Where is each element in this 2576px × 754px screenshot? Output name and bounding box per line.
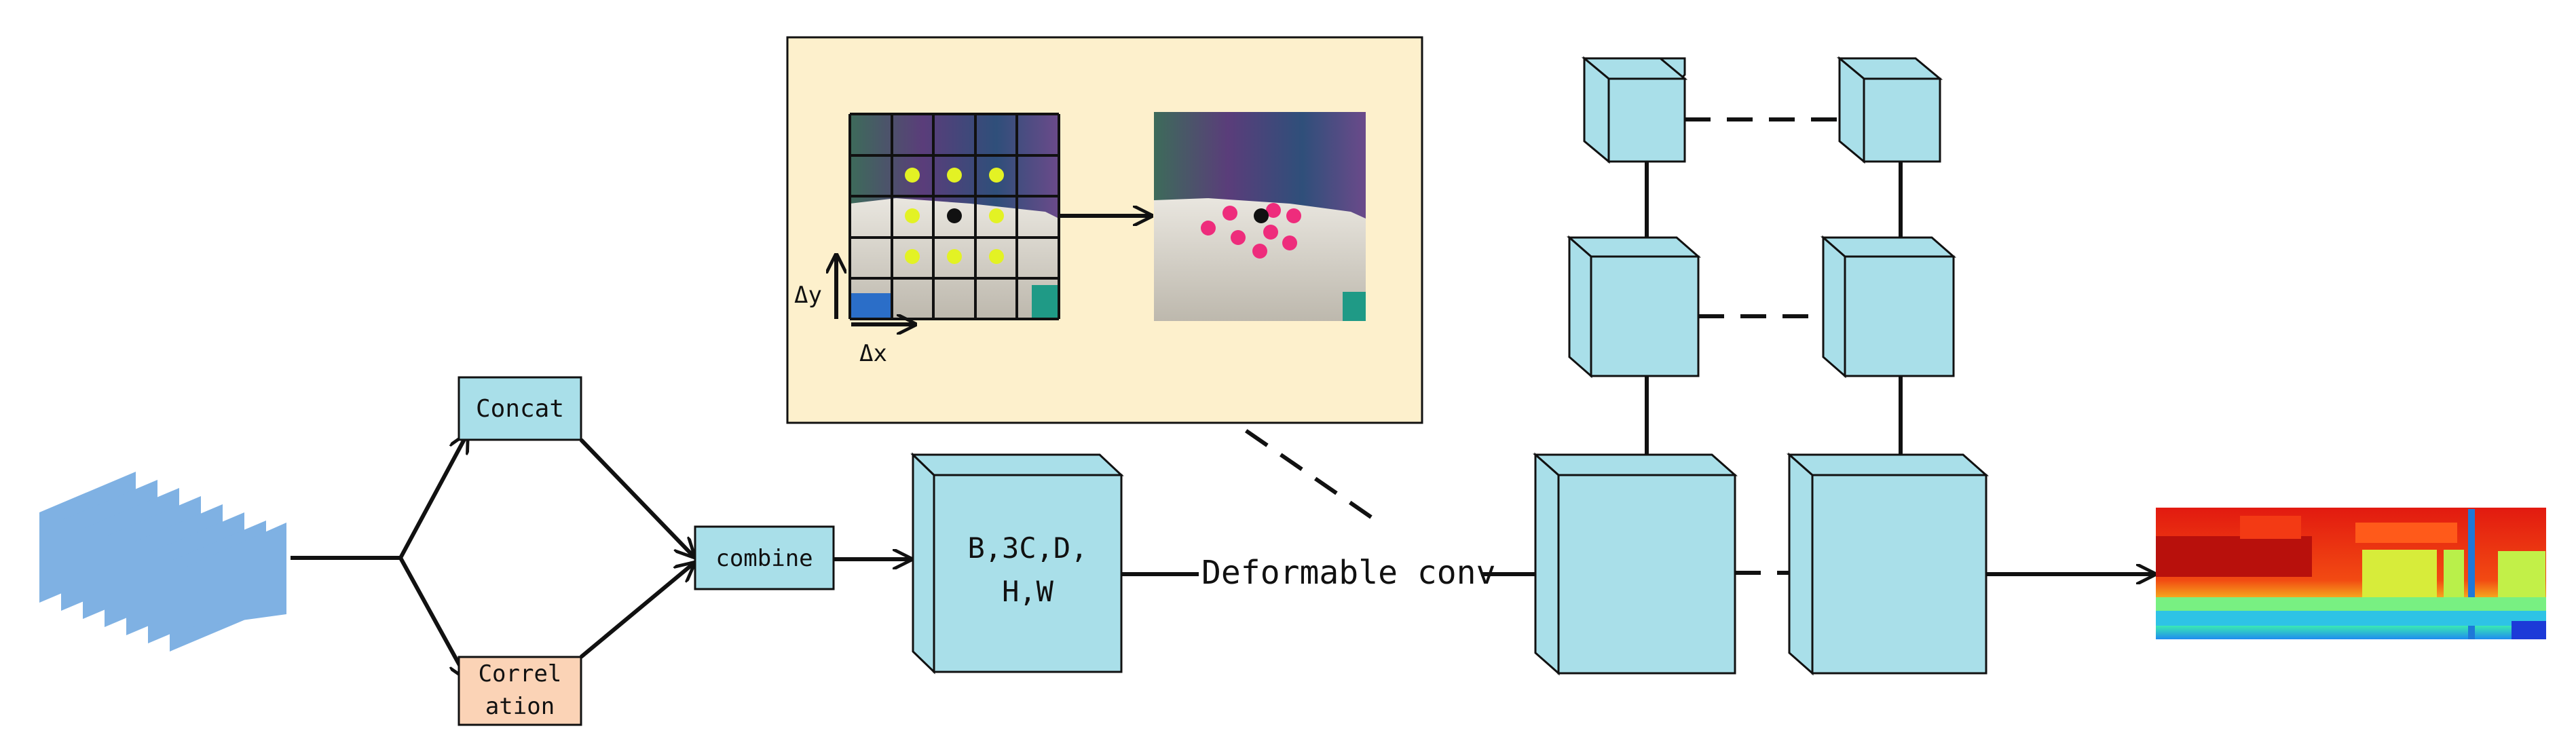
network-cube-mid-left [1567, 235, 1701, 379]
correlation-label-line1: Correl [479, 660, 562, 687]
offset-axes: Δy Δx [794, 255, 915, 367]
network-cube-bottom-right [1787, 452, 1989, 676]
combine-node: combine [694, 525, 835, 590]
output-depth-map-icon [2156, 508, 2546, 639]
network-cube-bottom-left [1533, 452, 1738, 676]
concat-label: Concat [476, 395, 564, 423]
network-cube-top-right [1836, 56, 1943, 164]
concat-node: Concat [458, 376, 582, 441]
network-cube-mid-right [1821, 235, 1956, 379]
deformable-sampling-inset: Δy Δx [786, 36, 1423, 424]
correlation-node: Correl ation [458, 656, 582, 726]
network-cube-top-left [1581, 56, 1688, 164]
deformed-sampling-image [1154, 112, 1366, 321]
merge-connectors [579, 438, 694, 659]
input-feature-stack-icon [39, 472, 286, 652]
correlation-label-line2: ation [485, 693, 555, 720]
delta-x-label: Δx [859, 340, 887, 367]
deformable-conv-label: Deformable conv [1201, 554, 1495, 592]
volume-shape-line1: B,3C,D, [967, 531, 1087, 565]
cost-volume-cube: B,3C,D, H,W [910, 452, 1124, 675]
volume-shape-line2: H,W [1002, 575, 1054, 608]
delta-y-label: Δy [794, 282, 822, 309]
regular-grid-image [848, 113, 1060, 320]
deformable-label-bg [1199, 551, 1484, 595]
combine-label: combine [715, 545, 813, 572]
branch-connectors [291, 434, 467, 679]
